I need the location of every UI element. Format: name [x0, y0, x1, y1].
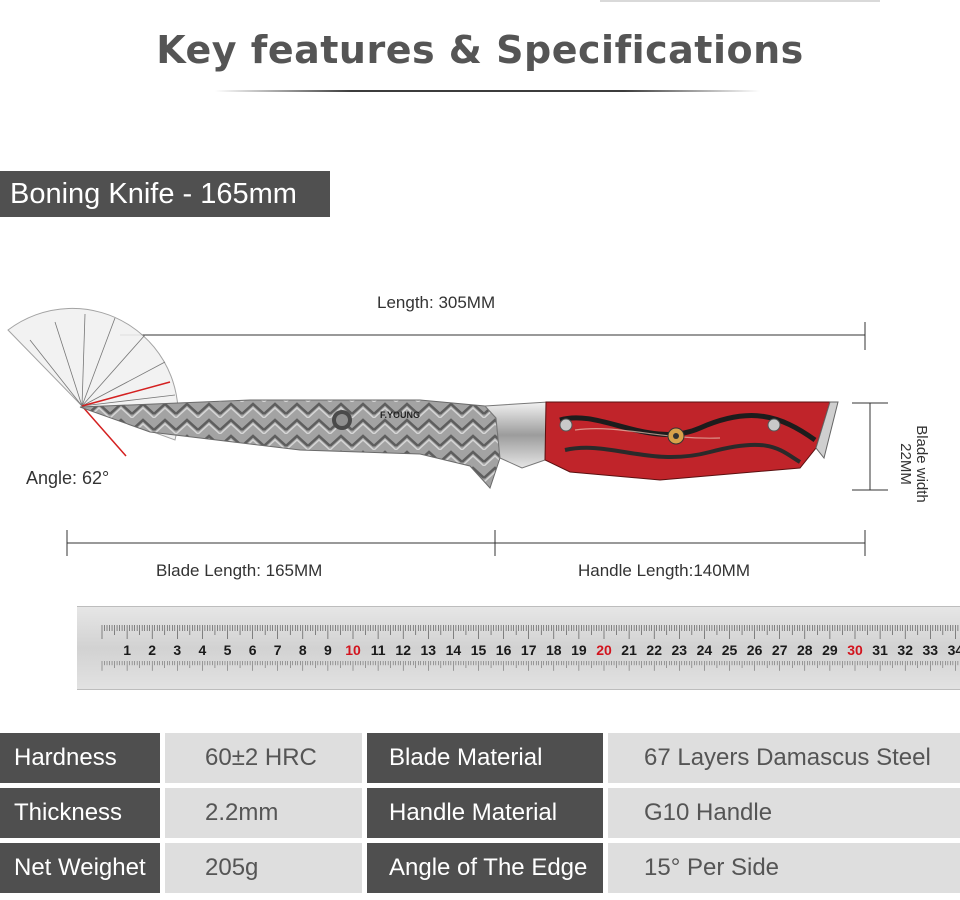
- protractor-icon: [7, 307, 179, 457]
- ruler-number: 14: [446, 642, 462, 658]
- ruler-number: 23: [672, 642, 688, 658]
- spec-label-blade-material: Blade Material: [367, 733, 603, 783]
- spec-value-hardness: 60±2 HRC: [165, 733, 362, 783]
- spec-label-handle-material: Handle Material: [367, 788, 603, 838]
- ruler-number: 34: [948, 642, 960, 658]
- product-label: Boning Knife - 165mm: [0, 171, 330, 217]
- ruler-number: 30: [847, 642, 863, 658]
- ruler-number: 29: [822, 642, 838, 658]
- ruler-number: 24: [697, 642, 713, 658]
- ruler-number: 3: [173, 642, 181, 658]
- spec-value-blade-material: 67 Layers Damascus Steel: [608, 733, 960, 783]
- title-underline: [215, 90, 760, 92]
- ruler-number: 13: [421, 642, 437, 658]
- length-label: Length: 305MM: [377, 293, 496, 312]
- handle-rivet: [559, 418, 573, 432]
- angle-label: Angle: 62°: [26, 468, 110, 488]
- ruler-number: 16: [496, 642, 512, 658]
- ruler-number: 9: [324, 642, 332, 658]
- spec-label-thickness: Thickness: [0, 788, 160, 838]
- ruler-number: 18: [546, 642, 562, 658]
- ruler-number: 21: [621, 642, 637, 658]
- ruler-number: 31: [872, 642, 888, 658]
- ruler-number: 10: [345, 642, 361, 658]
- ruler-number: 4: [199, 642, 207, 658]
- page-title: Key features & Specifications: [156, 28, 804, 72]
- spec-label-net-weight: Net Weighet: [0, 843, 160, 893]
- ruler-number: 7: [274, 642, 282, 658]
- spec-value-net-weight: 205g: [165, 843, 362, 893]
- ruler-number: 1: [123, 642, 131, 658]
- spec-value-edge-angle: 15° Per Side: [608, 843, 960, 893]
- top-divider: [600, 0, 880, 2]
- blade-length-label: Blade Length: 165MM: [156, 561, 323, 580]
- spec-table: Hardness 60±2 HRC Blade Material 67 Laye…: [0, 733, 960, 900]
- ruler-number: 15: [471, 642, 487, 658]
- ruler-number: 28: [797, 642, 813, 658]
- knife-handle: [544, 401, 831, 481]
- ruler-number: 17: [521, 642, 537, 658]
- handle-endcap: [815, 401, 839, 460]
- spec-value-handle-material: G10 Handle: [608, 788, 960, 838]
- handle-length-label: Handle Length:140MM: [578, 561, 751, 580]
- ruler-number: 20: [596, 642, 612, 658]
- ruler-number: 32: [897, 642, 913, 658]
- blade-width-label: Blade width 22MM: [897, 425, 930, 503]
- ruler-number: 33: [923, 642, 939, 658]
- knife-blade: [79, 399, 501, 489]
- brand-mark: F.YOUNG: [380, 410, 420, 420]
- knife-diagram: F.YOUNG: [7, 307, 888, 556]
- spec-label-edge-angle: Angle of The Edge: [367, 843, 603, 893]
- handle-rivet: [767, 418, 781, 432]
- ruler-number: 6: [249, 642, 257, 658]
- spec-value-thickness: 2.2mm: [165, 788, 362, 838]
- ruler-number: 5: [224, 642, 232, 658]
- ruler-number: 11: [371, 642, 386, 658]
- ruler-number: 12: [395, 642, 411, 658]
- spec-label-hardness: Hardness: [0, 733, 160, 783]
- ruler-number: 26: [747, 642, 763, 658]
- ruler-number: 19: [571, 642, 587, 658]
- ruler-number: 8: [299, 642, 307, 658]
- ruler-number: 2: [148, 642, 156, 658]
- ruler-number: 27: [772, 642, 788, 658]
- ruler-number: 25: [722, 642, 738, 658]
- ruler-number: 22: [646, 642, 662, 658]
